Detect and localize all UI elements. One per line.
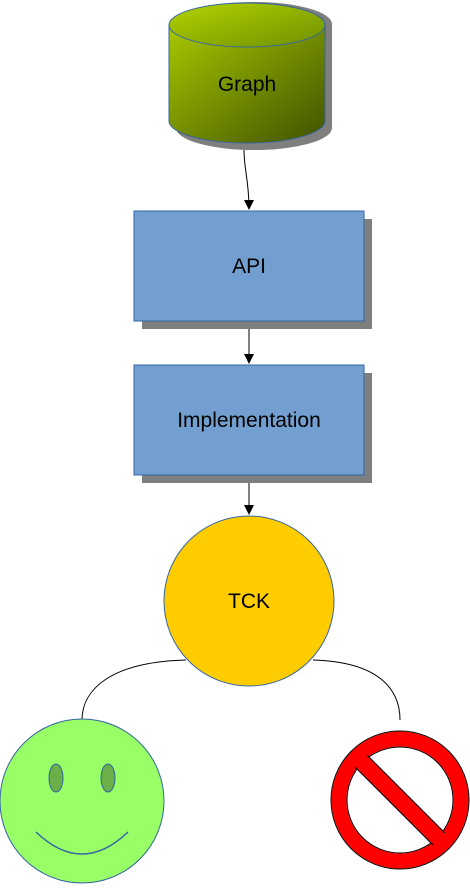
prohibited-ring xyxy=(331,731,469,869)
api-node-box xyxy=(133,210,365,322)
implementation-node-box xyxy=(133,364,365,476)
edge-tck-to-fail xyxy=(312,659,401,721)
smiley-face-icon xyxy=(0,718,165,884)
prohibited-icon xyxy=(330,730,470,870)
prohibited-ring-outline-outer xyxy=(330,730,470,870)
smiley-face xyxy=(0,718,165,884)
tck-node-circle xyxy=(163,515,335,687)
api-node: API xyxy=(133,210,372,329)
prohibited-slash-edge-b xyxy=(354,766,434,846)
graph-node: Graph xyxy=(168,2,332,150)
implementation-node-label: Implementation xyxy=(177,409,321,432)
smiley-mouth xyxy=(35,831,129,855)
prohibited-ring-outline-inner xyxy=(346,746,454,854)
tck-node-label: TCK xyxy=(228,590,270,613)
prohibited-slash xyxy=(355,755,445,845)
edge-graph-to-api xyxy=(243,149,254,210)
api-node-label: API xyxy=(232,255,266,278)
smiley-left-eye xyxy=(48,763,64,793)
graph-node-body xyxy=(168,24,326,144)
edge-tck-to-pass xyxy=(81,659,187,721)
tck-node: TCK xyxy=(163,515,335,687)
graph-node-label: Graph xyxy=(218,73,276,96)
implementation-node: Implementation xyxy=(133,364,372,483)
graph-node-top xyxy=(168,2,326,48)
prohibited-slash-edge-a xyxy=(366,754,446,834)
smiley-right-eye xyxy=(100,763,116,793)
